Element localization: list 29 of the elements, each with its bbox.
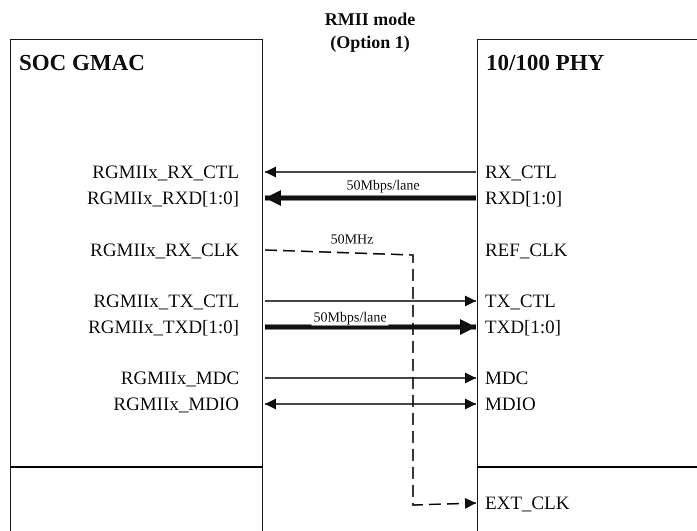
pin-label: RGMIIx_MDIO [113, 394, 239, 416]
arrow [264, 249, 476, 509]
arrow [265, 398, 476, 410]
pin-label: TXD[1:0] [485, 317, 561, 339]
pin-label: RXD[1:0] [485, 188, 562, 210]
pin-label: MDC [485, 368, 528, 390]
chip-block [477, 39, 697, 531]
arrow [265, 296, 476, 306]
pin-label: TX_CTL [485, 291, 556, 313]
arrow [265, 166, 476, 178]
block-title: SOC GMAC [19, 50, 145, 76]
pin-label: RGMIIx_RX_CLK [90, 240, 239, 262]
arrow [265, 190, 476, 206]
pin-label: RGMIIx_TX_CTL [93, 291, 239, 313]
pin-label: RGMIIx_TXD[1:0] [88, 317, 239, 339]
edge-label: 50Mbps/lane [311, 310, 389, 326]
diagram-title: RMII mode (Option 1) [324, 8, 416, 54]
pin-label: MDIO [485, 394, 536, 416]
pin-label: EXT_CLK [485, 493, 570, 515]
block-title: 10/100 PHY [486, 50, 604, 76]
pin-label: RGMIIx_RXD[1:0] [87, 188, 239, 210]
pin-label: RGMIIx_RX_CTL [92, 162, 239, 184]
pin-label: RX_CTL [485, 162, 557, 184]
arrow [265, 372, 476, 384]
pin-label: RGMIIx_MDC [120, 368, 239, 390]
edge-label: 50Mbps/lane [344, 178, 422, 194]
chip-block [10, 39, 263, 531]
arrow [265, 319, 476, 335]
pin-label: REF_CLK [485, 240, 568, 262]
